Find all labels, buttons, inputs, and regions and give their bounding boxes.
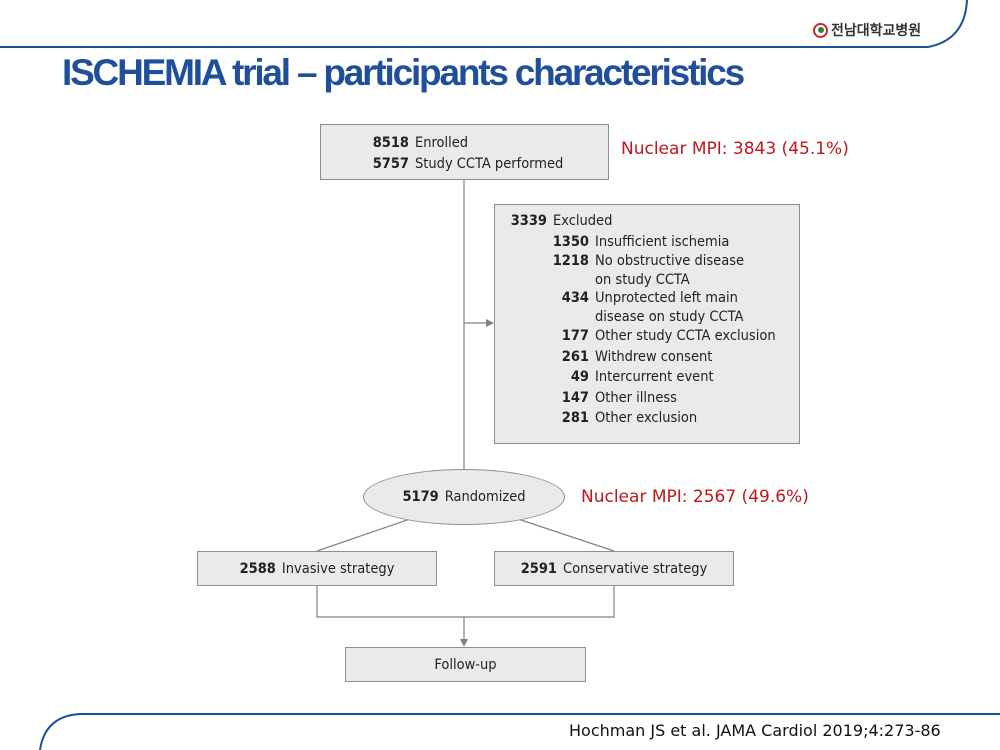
exclusion-row: 1218 No obstructive disease on study CCT… [507, 252, 799, 289]
exclusion-label-line2: disease on study CCTA [595, 308, 744, 325]
exclusion-label-line1: No obstructive disease [595, 253, 745, 269]
exclusion-row: 1350 Insufficient ischemia [507, 232, 799, 253]
exclusion-row: 147 Other illness [507, 388, 799, 409]
excluded-box: 3339 Excluded 1350 Insufficient ischemia… [494, 204, 800, 444]
exclusion-label: Intercurrent event [595, 369, 714, 385]
ccta-label: Study CCTA performed [415, 155, 564, 172]
randomized-ellipse: 5179 Randomized [363, 469, 565, 525]
exclusion-row: 177 Other study CCTA exclusion [507, 326, 799, 347]
arrowhead-followup [460, 639, 468, 647]
exclusion-label: Insufficient ischemia [595, 233, 730, 250]
invasive-count: 2588 [239, 560, 276, 577]
invasive-label: Invasive strategy [281, 560, 395, 577]
excluded-count: 3339 [510, 213, 547, 229]
conservative-strategy-box: 2591 Conservative strategy [494, 551, 734, 586]
top-frame-line [0, 0, 968, 48]
exclusion-label-line1: Unprotected left main [595, 290, 738, 306]
arrowhead-excluded [486, 319, 494, 327]
ccta-count: 5757 [372, 155, 409, 172]
exclusion-count: 147 [561, 389, 589, 406]
exclusion-count: 49 [570, 369, 589, 385]
excluded-label: Excluded [553, 213, 613, 229]
invasive-strategy-box: 2588 Invasive strategy [197, 551, 437, 586]
conservative-count: 2591 [520, 560, 557, 577]
exclusion-count: 434 [561, 290, 589, 306]
exclusion-label: Unprotected left main disease on study C… [589, 289, 743, 326]
excluded-total-row: 3339 Excluded [507, 211, 799, 232]
exclusion-label-line2: on study CCTA [595, 271, 690, 288]
connector-to-invasive [316, 518, 411, 552]
exclusion-count: 177 [561, 328, 589, 344]
hospital-logo: 전남대학교병원 [813, 18, 921, 42]
exclusion-label: Other study CCTA exclusion [595, 328, 776, 344]
exclusion-label: Other exclusion [595, 410, 698, 426]
exclusion-label: Other illness [595, 389, 677, 406]
exclusion-count: 261 [561, 348, 589, 365]
ccta-row: 5757 Study CCTA performed [365, 154, 608, 175]
enrolled-row: 8518 Enrolled [365, 133, 608, 154]
mpi-randomized-note: Nuclear MPI: 2567 (49.6%) [581, 487, 809, 507]
exclusion-row: 434 Unprotected left main disease on stu… [507, 289, 799, 326]
exclusion-row: 281 Other exclusion [507, 408, 799, 429]
followup-box: Follow-up [345, 647, 586, 682]
conservative-label: Conservative strategy [563, 560, 708, 577]
randomized-count: 5179 [402, 489, 439, 505]
exclusion-count: 1218 [552, 253, 589, 269]
hospital-logo-text: 전남대학교병원 [831, 23, 922, 39]
exclusion-count: 281 [561, 410, 589, 426]
exclusion-label: Withdrew consent [595, 348, 713, 365]
randomized-label: Randomized [444, 489, 526, 505]
mpi-enrolled-note: Nuclear MPI: 3843 (45.1%) [621, 139, 849, 159]
hospital-emblem-icon [813, 22, 828, 38]
exclusion-row: 49 Intercurrent event [507, 367, 799, 388]
connector-merge [316, 586, 615, 618]
exclusion-label: No obstructive disease on study CCTA [589, 252, 744, 289]
slide-title: ISCHEMIA trial – participants characteri… [62, 52, 745, 93]
enrolled-label: Enrolled [415, 135, 469, 151]
bottom-frame-line [39, 713, 1000, 750]
followup-label: Follow-up [434, 656, 497, 673]
exclusion-count: 1350 [552, 233, 589, 250]
exclusion-row: 261 Withdrew consent [507, 347, 799, 368]
enrolled-box: 8518 Enrolled 5757 Study CCTA performed [320, 124, 609, 180]
enrolled-count: 8518 [372, 135, 409, 151]
citation: Hochman JS et al. JAMA Cardiol 2019;4:27… [569, 721, 941, 740]
connector-to-conservative [517, 518, 615, 552]
